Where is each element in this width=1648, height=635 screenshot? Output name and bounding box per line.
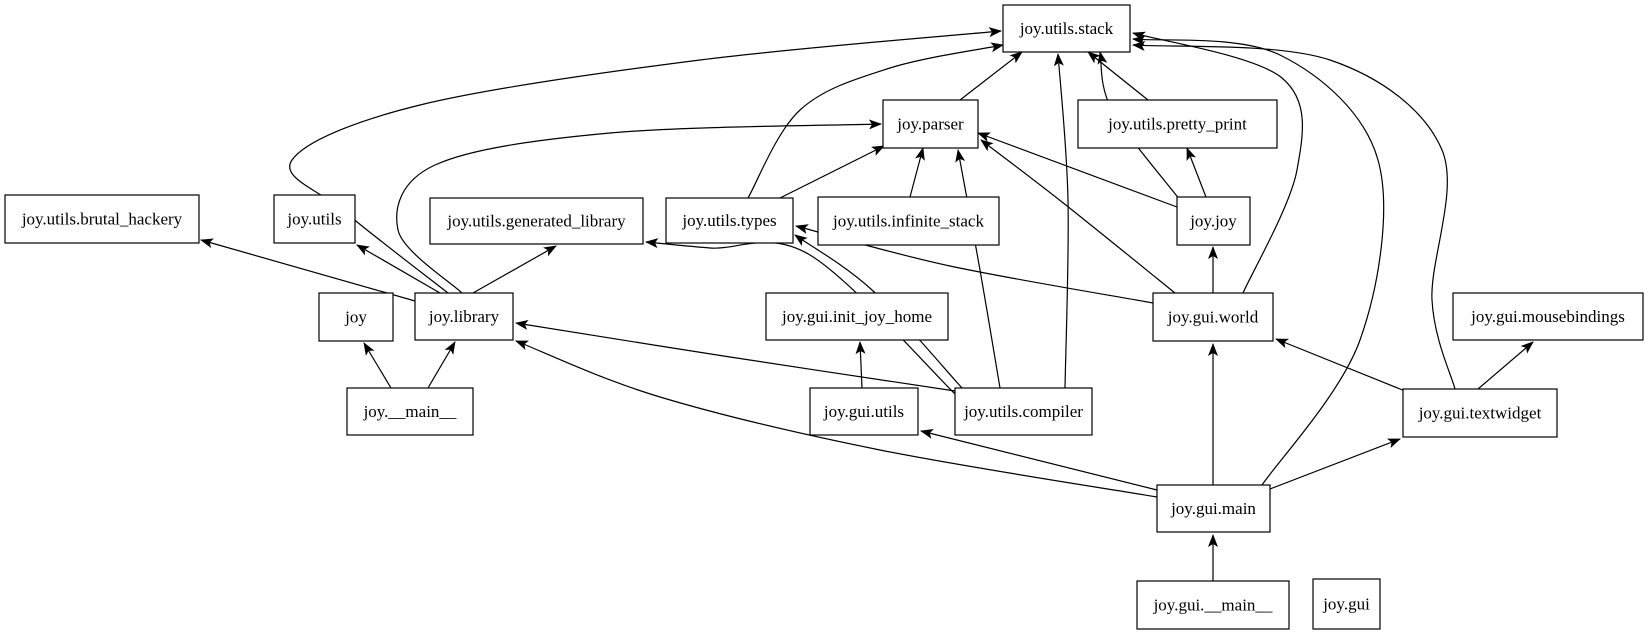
edge-joy.utils.types-to-joy.parser [779,145,885,199]
node-label-joy.utils.pretty_print: joy.utils.pretty_print [1107,115,1247,134]
node-joy.library: joy.library [414,292,514,341]
node-label-joy.joy: joy.joy [1189,212,1237,231]
node-joy: joy [318,292,394,342]
node-joy.joy: joy.joy [1176,196,1251,246]
node-label-joy.gui.world: joy.gui.world [1167,308,1259,327]
edge-joy.utils.types-to-joy.utils.stack [747,42,1004,199]
edge-joy.gui.main-to-joy.utils.stack [1132,35,1385,486]
edge-joy.joy-to-joy.utils.pretty_print [1186,147,1207,198]
node-joy.__main__: joy.__main__ [346,387,474,436]
node-label-joy.library: joy.library [428,307,500,326]
node-box-joy.library [414,292,514,341]
node-box-joy.__main__ [346,387,474,436]
node-joy.utils.generated_library: joy.utils.generated_library [429,197,644,245]
node-joy.gui.main: joy.gui.main [1156,484,1271,533]
edge-joy.gui.main-to-joy.gui.textwidget [1269,438,1401,490]
node-box-joy [318,292,394,342]
edge-joy.joy-to-joy.parser [977,132,1178,208]
edge-joy.library-to-joy.utils.brutal_hackery [200,238,416,302]
edge-joy.gui.world-to-joy.parser [980,139,1176,294]
node-box-joy.gui.mousebindings [1452,292,1644,341]
edge-joy.__main__-to-joy [363,342,392,389]
edge-joy.gui.textwidget-to-joy.gui.mousebindings [1477,341,1534,390]
node-label-joy.gui.mousebindings: joy.gui.mousebindings [1470,307,1625,326]
edge-joy.gui.textwidget-to-joy.gui.world [1275,338,1406,392]
node-joy.gui.__main__: joy.gui.__main__ [1136,580,1290,630]
node-label-joy.gui.init_joy_home: joy.gui.init_joy_home [781,307,932,326]
node-label-joy.utils: joy.utils [286,210,341,229]
edges-layer [200,27,1534,581]
node-joy.utils.stack: joy.utils.stack [1002,4,1131,53]
node-joy.utils.pretty_print: joy.utils.pretty_print [1077,99,1278,149]
edge-joy.library-to-joy.utils [356,244,441,294]
edge-joy.gui.world-to-joy.utils.stack [1132,31,1303,294]
node-label-joy.utils.stack: joy.utils.stack [1019,19,1114,38]
node-joy.gui.init_joy_home: joy.gui.init_joy_home [765,292,949,341]
node-label-joy.utils.compiler: joy.utils.compiler [963,402,1083,421]
edge-joy.gui.main-to-joy.gui.utils [920,429,1158,491]
edge-joy.gui.main-to-joy.library [515,340,1158,498]
node-label-joy.utils.generated_library: joy.utils.generated_library [446,212,626,231]
node-box-joy.parser [882,99,979,149]
node-label-joy: joy [344,308,367,327]
node-box-joy.utils.types [665,197,794,244]
edge-joy.utils.compiler-to-joy.utils.stack [1053,53,1069,389]
node-box-joy.utils.infinite_stack [817,196,1000,246]
node-label-joy.gui.utils: joy.gui.utils [823,402,904,421]
nodes-layer: joy.utils.stack joy.parser joy.utils.prett… [4,4,1644,630]
node-box-joy.gui.world [1152,292,1274,342]
node-label-joy.utils.brutal_hackery: joy.utils.brutal_hackery [21,210,183,229]
node-joy.utils.types: joy.utils.types [665,197,794,244]
node-joy.gui.textwidget: joy.gui.textwidget [1402,388,1558,438]
node-label-joy.gui: joy.gui [1322,595,1370,614]
edge-joy.parser-to-joy.utils.stack [959,51,1023,101]
node-label-joy.gui.__main__: joy.gui.__main__ [1153,596,1273,615]
edge-joy.utils.infinite_stack-to-joy.parser [909,147,925,198]
node-box-joy.gui.main [1156,484,1271,533]
node-joy.utils: joy.utils [273,194,356,244]
node-box-joy.gui.init_joy_home [765,292,949,341]
edge-joy.utils.compiler-to-joy.library [515,319,956,392]
node-joy.utils.infinite_stack: joy.utils.infinite_stack [817,196,1000,246]
edge-joy.utils.compiler-to-joy.utils.types [794,234,963,389]
edge-joy.library-to-joy.utils.generated_library [472,245,557,294]
node-box-joy.gui.__main__ [1136,580,1290,630]
edge-joy.utils.compiler-to-joy.utils.generated_library [645,238,958,397]
edge-joy.gui.utils-to-joy.gui.init_joy_home [855,341,866,389]
node-box-joy.utils.generated_library [429,197,644,245]
node-box-joy.joy [1176,196,1251,246]
node-joy.utils.brutal_hackery: joy.utils.brutal_hackery [4,194,200,244]
node-joy.gui.world: joy.gui.world [1152,292,1274,342]
node-box-joy.utils.pretty_print [1077,99,1278,149]
node-box-joy.utils.compiler [954,387,1093,436]
edge-joy.utils.pretty_print-to-joy.utils.stack [1087,51,1149,101]
edge-joy.library-to-joy.parser [396,119,882,294]
node-joy.gui: joy.gui [1312,578,1381,630]
node-label-joy.__main__: joy.__main__ [363,402,457,421]
node-label-joy.parser: joy.parser [896,115,964,134]
node-box-joy.utils.brutal_hackery [4,194,200,244]
node-box-joy.utils [273,194,356,244]
edge-joy.gui.textwidget-to-joy.utils.stack [1132,40,1456,390]
node-label-joy.gui.textwidget: joy.gui.textwidget [1418,404,1542,423]
edge-joy.library-to-joy.utils.stack [289,27,1002,294]
node-box-joy.utils.stack [1002,4,1131,53]
edge-joy.__main__-to-joy.library [427,341,456,389]
node-label-joy.utils.types: joy.utils.types [681,211,776,230]
node-box-joy.gui.utils [809,387,919,436]
node-joy.utils.compiler: joy.utils.compiler [954,387,1093,436]
node-box-joy.gui.textwidget [1402,388,1558,438]
node-label-joy.utils.infinite_stack: joy.utils.infinite_stack [832,212,984,231]
node-box-joy.gui [1312,578,1381,630]
node-joy.gui.utils: joy.gui.utils [809,387,919,436]
node-joy.parser: joy.parser [882,99,979,149]
edge-joy.utils.compiler-to-joy.parser [955,149,1001,389]
node-joy.gui.mousebindings: joy.gui.mousebindings [1452,292,1644,341]
node-label-joy.gui.main: joy.gui.main [1170,499,1256,518]
